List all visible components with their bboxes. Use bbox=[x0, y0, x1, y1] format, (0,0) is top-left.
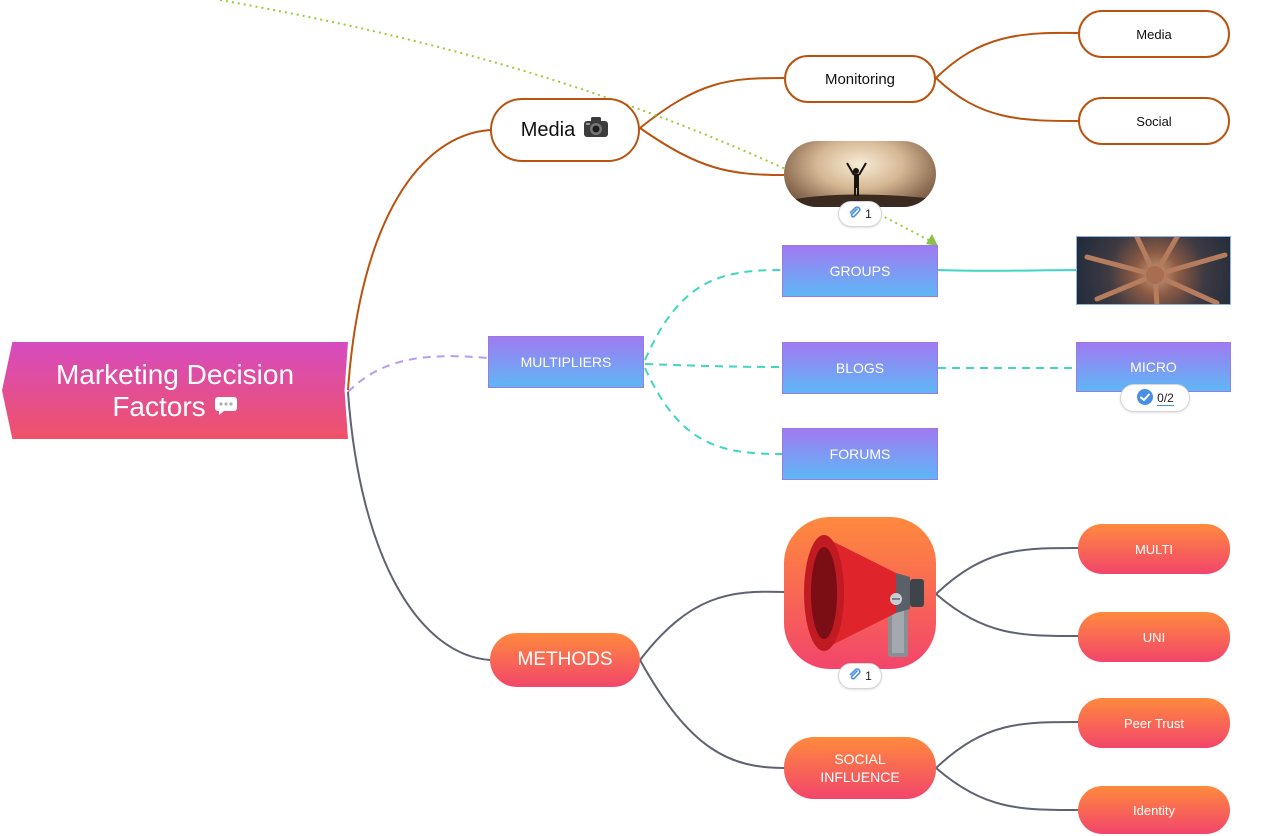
topic-forums-label: FORUMS bbox=[829, 446, 891, 462]
topic-blogs[interactable]: BLOGS bbox=[782, 342, 938, 394]
image-attachment-badge[interactable]: 1 bbox=[838, 201, 882, 227]
topic-identity-label: Identity bbox=[1133, 802, 1175, 818]
topic-social-influence[interactable]: SOCIAL INFLUENCE bbox=[784, 737, 936, 799]
paperclip-icon bbox=[848, 205, 862, 223]
relationship-arrowhead bbox=[926, 234, 938, 246]
topic-social-influence-line2: INFLUENCE bbox=[820, 769, 900, 785]
link-root-multipliers bbox=[347, 355, 489, 393]
checkmark-circle-icon bbox=[1136, 388, 1154, 409]
link-media-monitoring bbox=[639, 77, 785, 129]
topic-monitoring-label: Monitoring bbox=[824, 70, 896, 88]
topic-peer-trust-label: Peer Trust bbox=[1124, 715, 1184, 731]
topic-media-label: Media bbox=[520, 118, 576, 141]
root-title-line1: Marketing Decision bbox=[55, 358, 295, 390]
link-groups-image bbox=[937, 269, 1079, 272]
link-social-peer bbox=[935, 721, 1079, 769]
link-root-methods bbox=[347, 391, 491, 661]
topic-identity[interactable]: Identity bbox=[1078, 786, 1230, 834]
sunset-silhouette-image[interactable] bbox=[784, 141, 936, 207]
link-methods-social bbox=[639, 659, 785, 769]
topic-methods-label: METHODS bbox=[517, 649, 613, 670]
topic-multipliers-label: MULTIPLIERS bbox=[520, 354, 612, 370]
topic-multipliers[interactable]: MULTIPLIERS bbox=[488, 336, 644, 388]
link-monitoring-social bbox=[935, 77, 1079, 122]
link-multipliers-forums bbox=[644, 367, 783, 455]
topic-uni[interactable]: UNI bbox=[1078, 612, 1230, 662]
topic-groups[interactable]: GROUPS bbox=[782, 245, 938, 297]
topic-micro-label: MICRO bbox=[1130, 359, 1177, 375]
topic-monitoring-social-label: Social bbox=[1136, 113, 1172, 129]
topic-micro[interactable]: MICRO bbox=[1076, 342, 1231, 392]
root-title-line2: Factors bbox=[112, 390, 206, 422]
silhouette-figure bbox=[784, 162, 936, 207]
topic-monitoring-media-label: Media bbox=[1136, 26, 1172, 42]
topic-media[interactable]: Media bbox=[490, 98, 640, 162]
topic-multi[interactable]: MULTI bbox=[1078, 524, 1230, 574]
link-media-image bbox=[639, 127, 785, 176]
camera-icon bbox=[583, 116, 609, 144]
link-methods-megaphone bbox=[639, 590, 785, 661]
team-hands-image[interactable] bbox=[1076, 236, 1231, 305]
root-title-line2-wrap: Factors bbox=[112, 391, 237, 423]
megaphone-image[interactable] bbox=[784, 517, 936, 669]
topic-forums[interactable]: FORUMS bbox=[782, 428, 938, 480]
task-progress-badge[interactable]: 0/2 bbox=[1120, 384, 1190, 412]
task-progress-value: 0/2 bbox=[1157, 390, 1174, 406]
topic-social-influence-line1: SOCIAL bbox=[834, 751, 886, 767]
topic-monitoring-social[interactable]: Social bbox=[1078, 97, 1230, 145]
link-megaphone-multi bbox=[935, 547, 1079, 595]
link-multipliers-blogs bbox=[644, 363, 783, 368]
speech-bubble-icon bbox=[214, 391, 238, 423]
topic-monitoring[interactable]: Monitoring bbox=[784, 55, 936, 103]
megaphone-icon bbox=[804, 535, 924, 657]
paperclip-icon bbox=[848, 667, 862, 685]
link-monitoring-media bbox=[935, 31, 1079, 79]
topic-multi-label: MULTI bbox=[1134, 541, 1174, 557]
topic-groups-label: GROUPS bbox=[829, 263, 891, 279]
link-root-media bbox=[347, 129, 491, 391]
topic-monitoring-media[interactable]: Media bbox=[1078, 10, 1230, 58]
topic-blogs-label: BLOGS bbox=[835, 360, 885, 376]
megaphone-attachment-badge[interactable]: 1 bbox=[838, 663, 882, 689]
root-topic[interactable]: Marketing Decision Factors bbox=[2, 342, 348, 439]
link-social-identity bbox=[935, 767, 1079, 811]
topic-peer-trust[interactable]: Peer Trust bbox=[1078, 698, 1230, 748]
megaphone-attachment-count: 1 bbox=[865, 669, 872, 683]
hands-circle-graphic bbox=[1084, 237, 1228, 304]
image-attachment-count: 1 bbox=[865, 207, 872, 221]
topic-uni-label: UNI bbox=[1142, 629, 1166, 645]
topic-methods[interactable]: METHODS bbox=[490, 633, 640, 687]
link-multipliers-groups bbox=[644, 269, 783, 361]
link-megaphone-uni bbox=[935, 593, 1079, 637]
